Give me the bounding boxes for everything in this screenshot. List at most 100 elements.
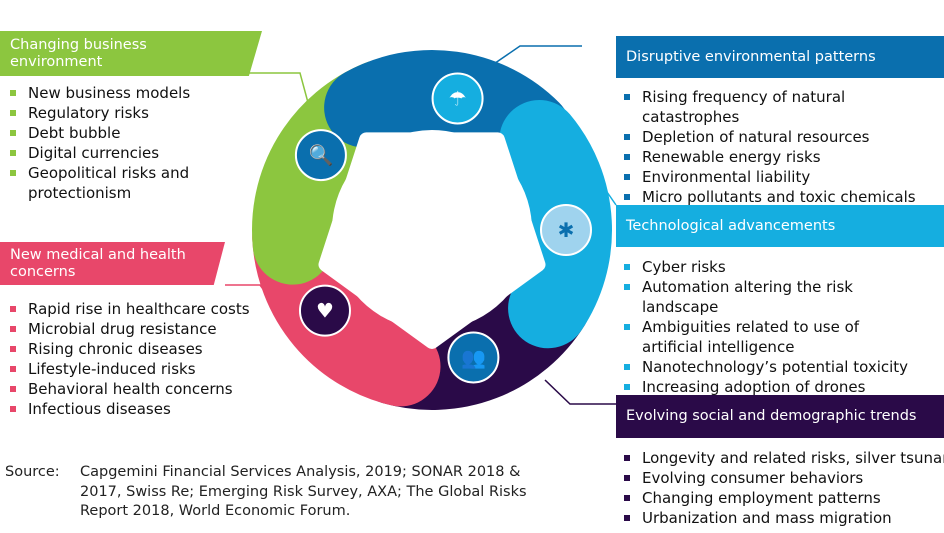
item-text: Rapid rise in healthcare costs [28, 300, 250, 318]
list-item: Regulatory risks [6, 103, 216, 123]
bullet-icon [624, 455, 630, 461]
item-text: Behavioral health concerns [28, 380, 233, 398]
environment-header: Disruptive environmental patterns [616, 36, 944, 78]
list-item: Urbanization and mass migration [620, 508, 944, 528]
list-item: Rapid rise in healthcare costs [6, 299, 266, 319]
people-icon-glyph: 👥 [461, 345, 486, 369]
technology-title: Technological advancements [626, 217, 836, 234]
storm-cloud-icon-glyph: ☂ [449, 86, 467, 110]
list-item: Microbial drug resistance [6, 319, 266, 339]
network-icon-glyph: ✱ [558, 218, 575, 242]
source-label: Source: [5, 464, 60, 480]
list-item: Automation altering the risk landscape [620, 277, 920, 317]
item-text: Urbanization and mass migration [642, 509, 892, 527]
bullet-icon [624, 495, 630, 501]
bullet-icon [624, 134, 630, 140]
item-text: Geopolitical risks and protectionism [28, 164, 190, 202]
bullet-icon [10, 150, 16, 156]
bullet-icon [10, 386, 16, 392]
health-title: New medical and health concerns [10, 246, 186, 280]
list-item: Rising chronic diseases [6, 339, 266, 359]
list-item: Nanotechnology’s potential toxicity [620, 357, 920, 377]
list-item: Renewable energy risks [620, 147, 944, 167]
source-text: Capgemini Financial Services Analysis, 2… [80, 464, 527, 519]
bullet-icon [624, 515, 630, 521]
list-item: Debt bubble [6, 123, 216, 143]
health-header: New medical and health concerns [0, 242, 225, 285]
item-text: Nanotechnology’s potential toxicity [642, 358, 909, 376]
bullet-icon [10, 326, 16, 332]
leader-line [208, 72, 311, 111]
item-text: Renewable energy risks [642, 148, 821, 166]
network-icon [540, 204, 592, 256]
leader-line [484, 45, 582, 71]
list-item: Ambiguities related to use of artificial… [620, 317, 920, 357]
building-search-icon-glyph: 🔍 [308, 142, 333, 167]
environment-list: Rising frequency of natural catastrophes… [620, 87, 944, 207]
bullet-icon [624, 194, 630, 200]
item-text: Regulatory risks [28, 104, 149, 122]
bullet-icon [10, 366, 16, 372]
social-header: Evolving social and demographic trends [616, 395, 944, 438]
bullet-icon [10, 110, 16, 116]
list-item: New business models [6, 83, 216, 103]
list-item: Digital currencies [6, 143, 216, 163]
item-text: Cyber risks [642, 258, 726, 276]
item-text: Micro pollutants and toxic chemicals [642, 188, 916, 206]
item-text: Longevity and related risks, silver tsun… [642, 449, 944, 467]
bullet-icon [10, 406, 16, 412]
source-note: Source: Capgemini Financial Services Ana… [5, 463, 527, 519]
heart-pulse-icon [298, 284, 351, 337]
list-item: Longevity and related risks, silver tsun… [620, 448, 944, 468]
building-search-icon [294, 129, 347, 182]
list-item: Rising frequency of natural catastrophes [620, 87, 944, 127]
bullet-icon [624, 475, 630, 481]
item-text: Debt bubble [28, 124, 121, 142]
bullet-icon [624, 154, 630, 160]
item-text: Lifestyle-induced risks [28, 360, 196, 378]
bullet-icon [624, 284, 630, 290]
list-item: Environmental liability [620, 167, 944, 187]
list-item: Evolving consumer behaviors [620, 468, 944, 488]
item-text: Environmental liability [642, 168, 811, 186]
center-pentagon [318, 132, 546, 349]
item-text: Changing employment patterns [642, 489, 881, 507]
social-title: Evolving social and demographic trends [626, 408, 917, 424]
business-header: Changing business environment [0, 31, 262, 76]
leader-line [606, 191, 617, 206]
bullet-icon [10, 306, 16, 312]
list-item: Infectious diseases [6, 399, 266, 419]
bullet-icon [10, 346, 16, 352]
list-item: Increasing adoption of drones [620, 377, 920, 397]
environment-title: Disruptive environmental patterns [626, 48, 876, 65]
business-title: Changing business environment [10, 36, 147, 70]
people-icon [447, 331, 500, 384]
item-text: Rising frequency of natural catastrophes [642, 88, 846, 126]
item-text: Automation altering the risk landscape [642, 278, 853, 316]
list-item: Geopolitical risks and protectionism [6, 163, 216, 203]
storm-cloud-icon [431, 72, 484, 125]
item-text: Rising chronic diseases [28, 340, 203, 358]
item-text: Evolving consumer behaviors [642, 469, 864, 487]
bullet-icon [624, 384, 630, 390]
list-item: Changing employment patterns [620, 488, 944, 508]
bullet-icon [10, 130, 16, 136]
heart-pulse-icon-glyph: ♥ [316, 299, 334, 323]
item-text: Digital currencies [28, 144, 160, 162]
item-text: Depletion of natural resources [642, 128, 870, 146]
bullet-icon [624, 324, 630, 330]
list-item: Lifestyle-induced risks [6, 359, 266, 379]
list-item: Depletion of natural resources [620, 127, 944, 147]
bullet-icon [624, 364, 630, 370]
leader-line [544, 379, 616, 405]
item-text: Ambiguities related to use of artificial… [642, 318, 860, 356]
list-item: Micro pollutants and toxic chemicals [620, 187, 944, 207]
bullet-icon [624, 94, 630, 100]
list-item: Behavioral health concerns [6, 379, 266, 399]
social-list: Longevity and related risks, silver tsun… [620, 448, 944, 528]
